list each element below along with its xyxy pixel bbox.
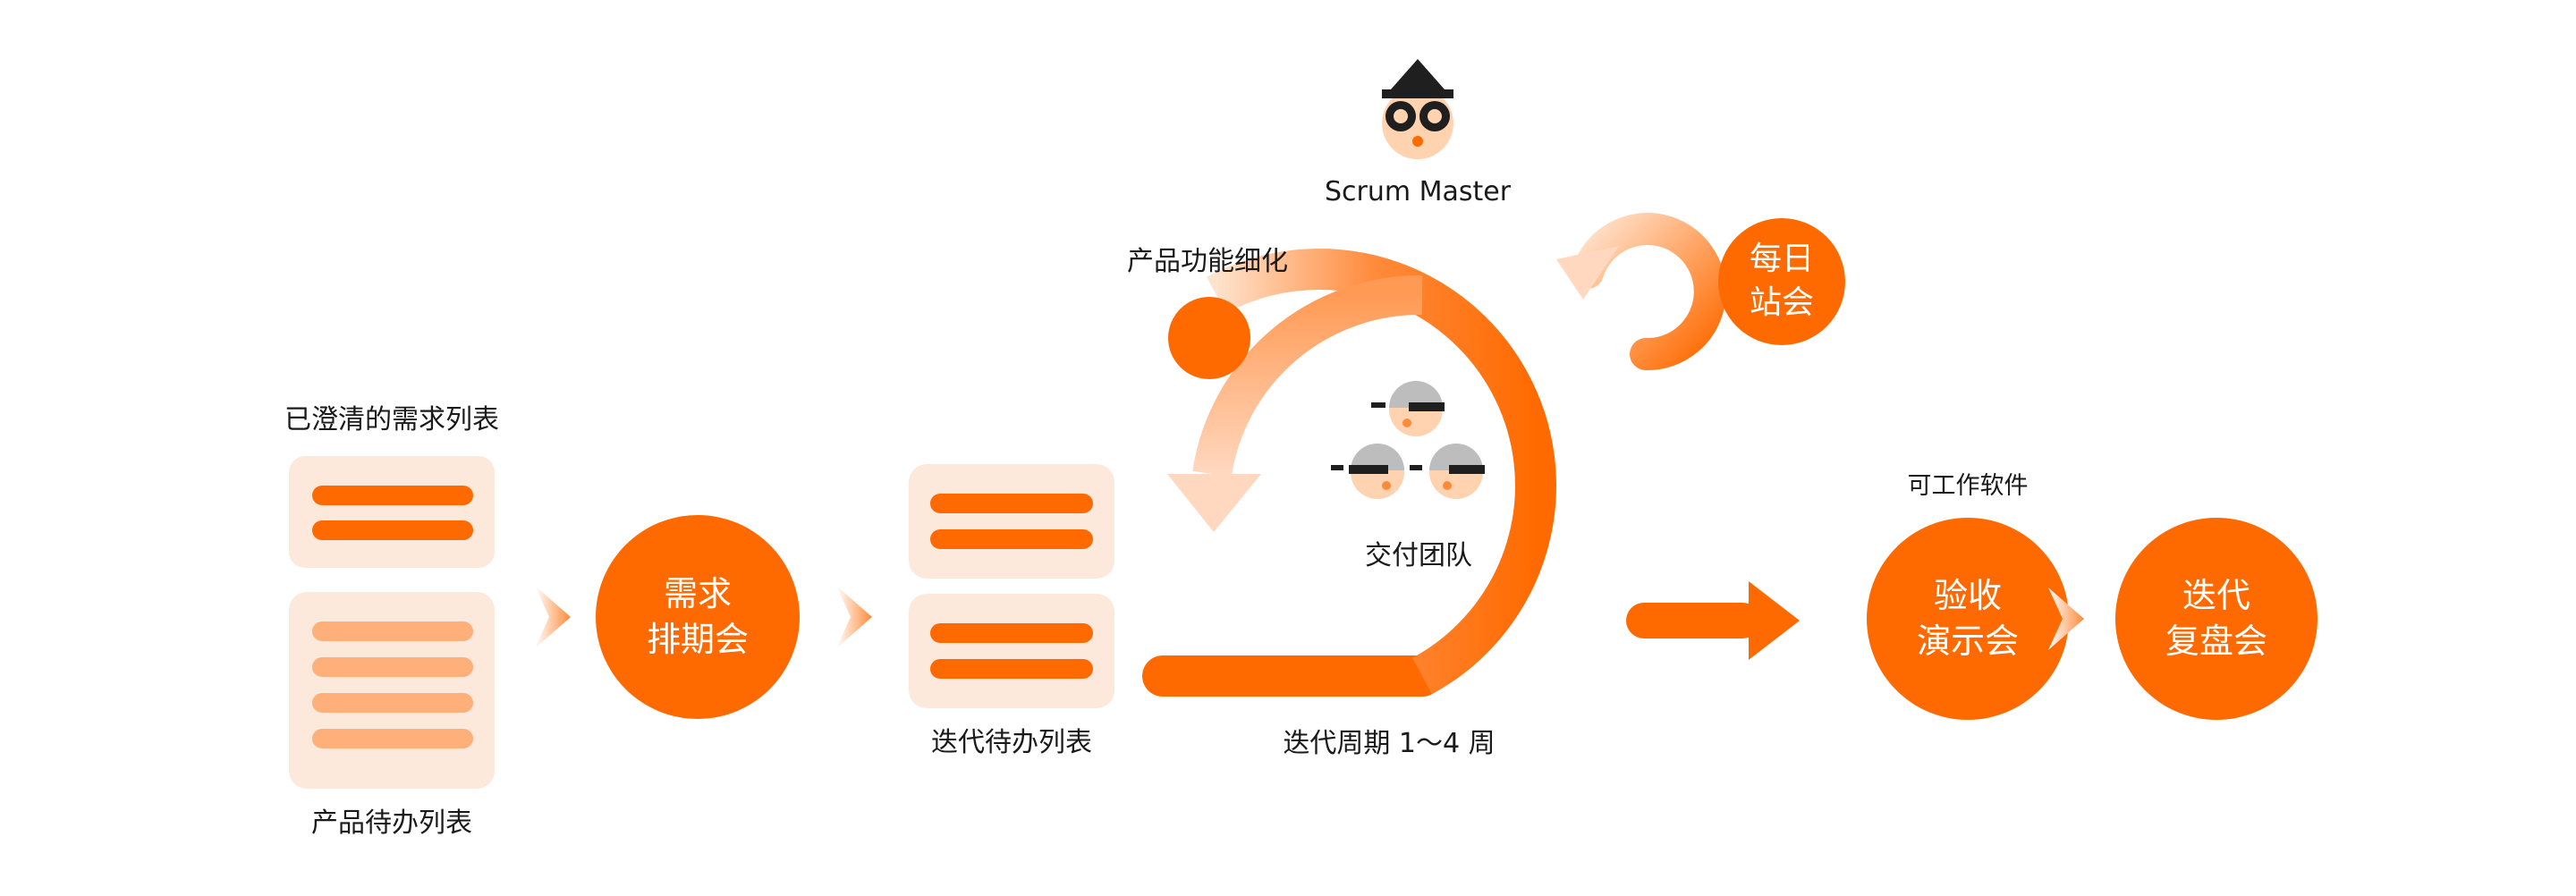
daily-standup-line1: 每日 [1749, 241, 1814, 278]
scrum-master-avatar-icon [1382, 59, 1453, 159]
chevron-right-icon [535, 586, 571, 648]
daily-standup-circle [1718, 218, 1845, 345]
arrow-right-icon [1626, 581, 1800, 660]
backlog-refinement-line1: 需求 [663, 573, 732, 613]
team-member-avatar-icon [1331, 444, 1404, 499]
product-backlog-label: 产品待办列表 [311, 807, 472, 839]
daily-standup-line2: 站会 [1749, 284, 1814, 321]
backlog-refinement-text: 需求 排期会 [596, 515, 800, 719]
chevron-right-icon [2048, 587, 2084, 650]
sprint-backlog-card-bottom [909, 594, 1114, 708]
sprint-review-line2: 演示会 [1916, 621, 2019, 661]
sprint-loop-arc [1207, 248, 1557, 695]
product-backlog-card [289, 592, 495, 789]
scrum-master-label: Scrum Master [1324, 176, 1512, 207]
daily-arrow-head-icon [1556, 246, 1619, 300]
retrospective-line2: 复盘会 [2165, 621, 2267, 661]
retrospective-line1: 迭代 [2182, 575, 2250, 615]
retrospective-text: 迭代 复盘会 [2115, 518, 2318, 720]
daily-loop-arc [1572, 213, 1726, 371]
sprint-review-text: 验收 演示会 [1867, 518, 2069, 720]
working-software-label: 可工作软件 [1907, 472, 2029, 500]
feature-refinement-label: 产品功能细化 [1127, 246, 1288, 277]
sprint-review-circle [1867, 518, 2069, 720]
backlog-refinement-circle [596, 515, 800, 719]
clarified-requirements-label: 已澄清的需求列表 [284, 404, 499, 435]
sprint-review-line1: 验收 [1933, 575, 2002, 615]
sprint-cycle-label: 迭代周期 1～4 周 [1283, 728, 1496, 759]
daily-standup-text: 每日 站会 [1718, 218, 1845, 345]
sprint-loop-descent [1192, 275, 1423, 478]
feature-refinement-dot [1168, 297, 1250, 379]
backlog-refinement-line2: 排期会 [646, 620, 749, 659]
chevron-right-icon [836, 586, 872, 648]
sprint-backlog-label: 迭代待办列表 [931, 727, 1092, 758]
clarified-list-card [289, 456, 495, 568]
retrospective-circle [2115, 518, 2318, 720]
team-member-avatar-icon [1410, 444, 1485, 499]
loop-arrow-down-icon [1167, 474, 1261, 532]
delivery-team-label: 交付团队 [1365, 540, 1472, 571]
team-member-avatar-icon [1371, 381, 1445, 436]
sprint-backlog-card-top [909, 464, 1114, 579]
